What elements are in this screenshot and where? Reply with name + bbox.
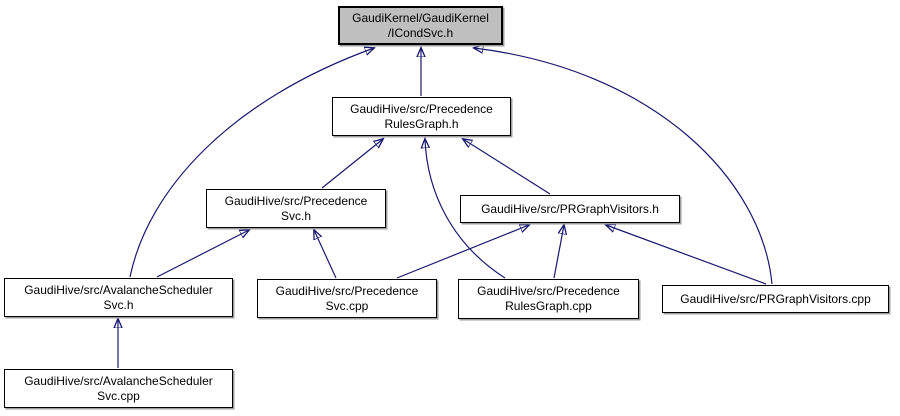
node-icondsvc-h: GaudiKernel/GaudiKernel /ICondSvc.h [338, 6, 503, 45]
node-label-line: RulesGraph.h [384, 116, 459, 131]
node-precedencesvc-cpp[interactable]: GaudiHive/src/Precedence Svc.cpp [257, 279, 437, 318]
node-label-line: GaudiHive/src/AvalancheScheduler [24, 373, 213, 388]
node-label-line: GaudiHive/src/Precedence [350, 101, 493, 116]
edge-prgraphvisitors-cpp-to-icondsvc-h [474, 48, 773, 285]
node-avalancheschedulersvc-cpp[interactable]: GaudiHive/src/AvalancheScheduler Svc.cpp [4, 369, 233, 408]
node-label-line: GaudiHive/src/Precedence [224, 193, 368, 208]
node-label-line: GaudiHive/src/Precedence [477, 284, 620, 298]
node-avalancheschedulersvc-h[interactable]: GaudiHive/src/AvalancheScheduler Svc.h [4, 278, 233, 317]
edge-precedencesvc-cpp-to-prgraphvisitors-h [396, 225, 529, 279]
node-label-line: GaudiHive/src/PRGraphVisitors.cpp [680, 291, 871, 306]
node-label-line: /ICondSvc.h [387, 25, 454, 40]
node-label-line: Svc.h [280, 208, 311, 223]
node-label-line: GaudiKernel/GaudiKernel [352, 10, 489, 25]
edge-avalancheschedulersvc-h-to-icondsvc-h [129, 48, 374, 278]
node-prgraphvisitors-cpp[interactable]: GaudiHive/src/PRGraphVisitors.cpp [662, 285, 889, 313]
node-precedencesvc-h[interactable]: GaudiHive/src/Precedence Svc.h [206, 189, 386, 228]
edge-precedencesvc-h-to-precedencerulesgraph-h [321, 139, 383, 189]
node-prgraphvisitors-h[interactable]: GaudiHive/src/PRGraphVisitors.h [460, 195, 680, 223]
edge-avalancheschedulersvc-h-to-precedencesvc-h [156, 230, 249, 278]
edge-prgraphvisitors-cpp-to-prgraphvisitors-h [606, 225, 767, 285]
node-precedencerulesgraph-h[interactable]: GaudiHive/src/Precedence RulesGraph.h [332, 97, 511, 136]
node-label-line: GaudiHive/src/AvalancheScheduler [24, 282, 213, 297]
node-label-line: RulesGraph.cpp [505, 299, 592, 313]
node-label-line: GaudiHive/src/PRGraphVisitors.h [481, 201, 659, 216]
node-label-line: Svc.h [103, 297, 134, 312]
node-label-line: GaudiHive/src/Precedence [275, 283, 419, 298]
node-label-line: Svc.cpp [97, 388, 140, 403]
edge-precedencerulesgraph-cpp-to-prgraphvisitors-h [553, 225, 564, 279]
edge-precedencesvc-cpp-to-precedencesvc-h [314, 230, 337, 279]
node-label-line: Svc.cpp [325, 298, 369, 313]
edge-prgraphvisitors-h-to-precedencerulesgraph-h [463, 139, 551, 195]
node-precedencerulesgraph-cpp[interactable]: GaudiHive/src/Precedence RulesGraph.cpp [458, 279, 639, 319]
